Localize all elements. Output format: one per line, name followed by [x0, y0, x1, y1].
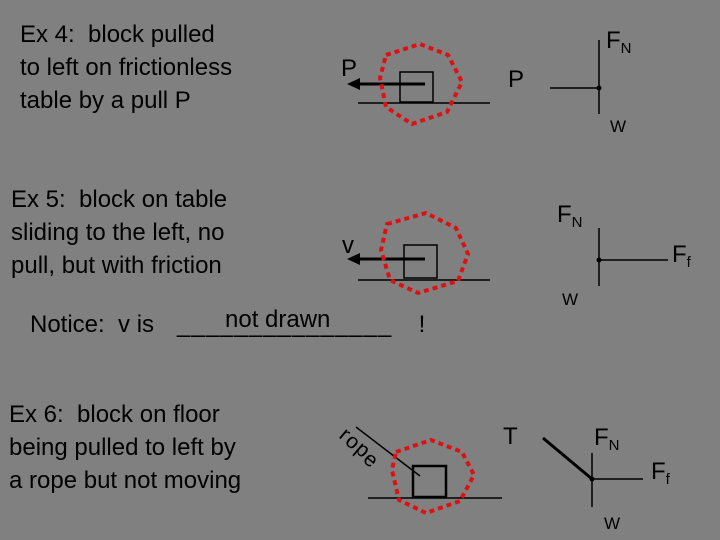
example-5-line-3: pull, but with friction [11, 252, 222, 279]
ex5-friction-label: Ff [672, 241, 692, 271]
ex4-weight-label: W [610, 117, 626, 136]
example-4-line-1: Ex 4: block pulled [20, 21, 215, 48]
ex5-fbd-point [596, 257, 602, 263]
example-6-statement: Ex 6: block on floor being pulled to lef… [9, 398, 241, 497]
notice-suffix: ! [412, 311, 426, 338]
ex4-arrowhead [347, 78, 360, 90]
example-5-line-2: sliding to the left, no [11, 219, 225, 246]
notice-prefix: Notice: v is [30, 311, 161, 338]
example-4-line-2: to left on frictionless [20, 54, 233, 81]
ex6-tension-label: T [503, 423, 518, 450]
ex6-system-outline [389, 437, 477, 516]
ex6-rope-label: r o p e [335, 423, 383, 472]
ex5-free-body-diagram: FN Ff W [557, 201, 692, 309]
ex5-normal-label: FN [557, 201, 583, 231]
example-5-statement: Ex 5: block on table sliding to the left… [11, 183, 227, 282]
ex6-free-body-diagram: T FN Ff W [503, 423, 671, 533]
ex4-fbd-point [596, 85, 602, 91]
ex5-weight-label: W [562, 290, 578, 309]
example-4-line-3: table by a pull P [20, 87, 191, 114]
example-6-line-2: being pulled to left by [9, 434, 236, 461]
ex5-block-label: v [342, 232, 354, 259]
ex6-tension-vector [542, 436, 593, 481]
ex5-arrowhead [347, 253, 360, 265]
ex6-normal-label: FN [594, 424, 620, 454]
ex5-system-outline [378, 210, 471, 296]
ex5-block-scene: v [342, 210, 490, 296]
ex6-rope [355, 426, 421, 477]
ex6-block-scene: r o p e [335, 423, 502, 516]
notice-blank: _______________ [177, 311, 393, 338]
ex4-normal-label: FN [606, 27, 632, 57]
ex6-fbd-point [589, 476, 595, 482]
example-5-line-1: Ex 5: block on table [11, 186, 228, 213]
example-6-line-3: a rope but not moving [9, 467, 242, 494]
ex6-weight-label: W [604, 514, 620, 533]
notice-answer: not drawn [225, 306, 331, 333]
example-6-line-1: Ex 6: block on floor [9, 401, 220, 428]
ex4-system-outline [377, 41, 465, 127]
ex6-block [411, 464, 448, 499]
ex4-pull-label: P [508, 66, 524, 93]
example-4-statement: Ex 4: block pulled to left on frictionle… [20, 18, 232, 117]
ex6-friction-label: Ff [651, 458, 671, 488]
ex4-block [399, 71, 434, 103]
ex4-block-label: P [341, 55, 357, 82]
ex5-block [403, 244, 438, 279]
ex4-block-scene: P [341, 41, 490, 127]
ex4-free-body-diagram: P FN W [508, 27, 632, 136]
